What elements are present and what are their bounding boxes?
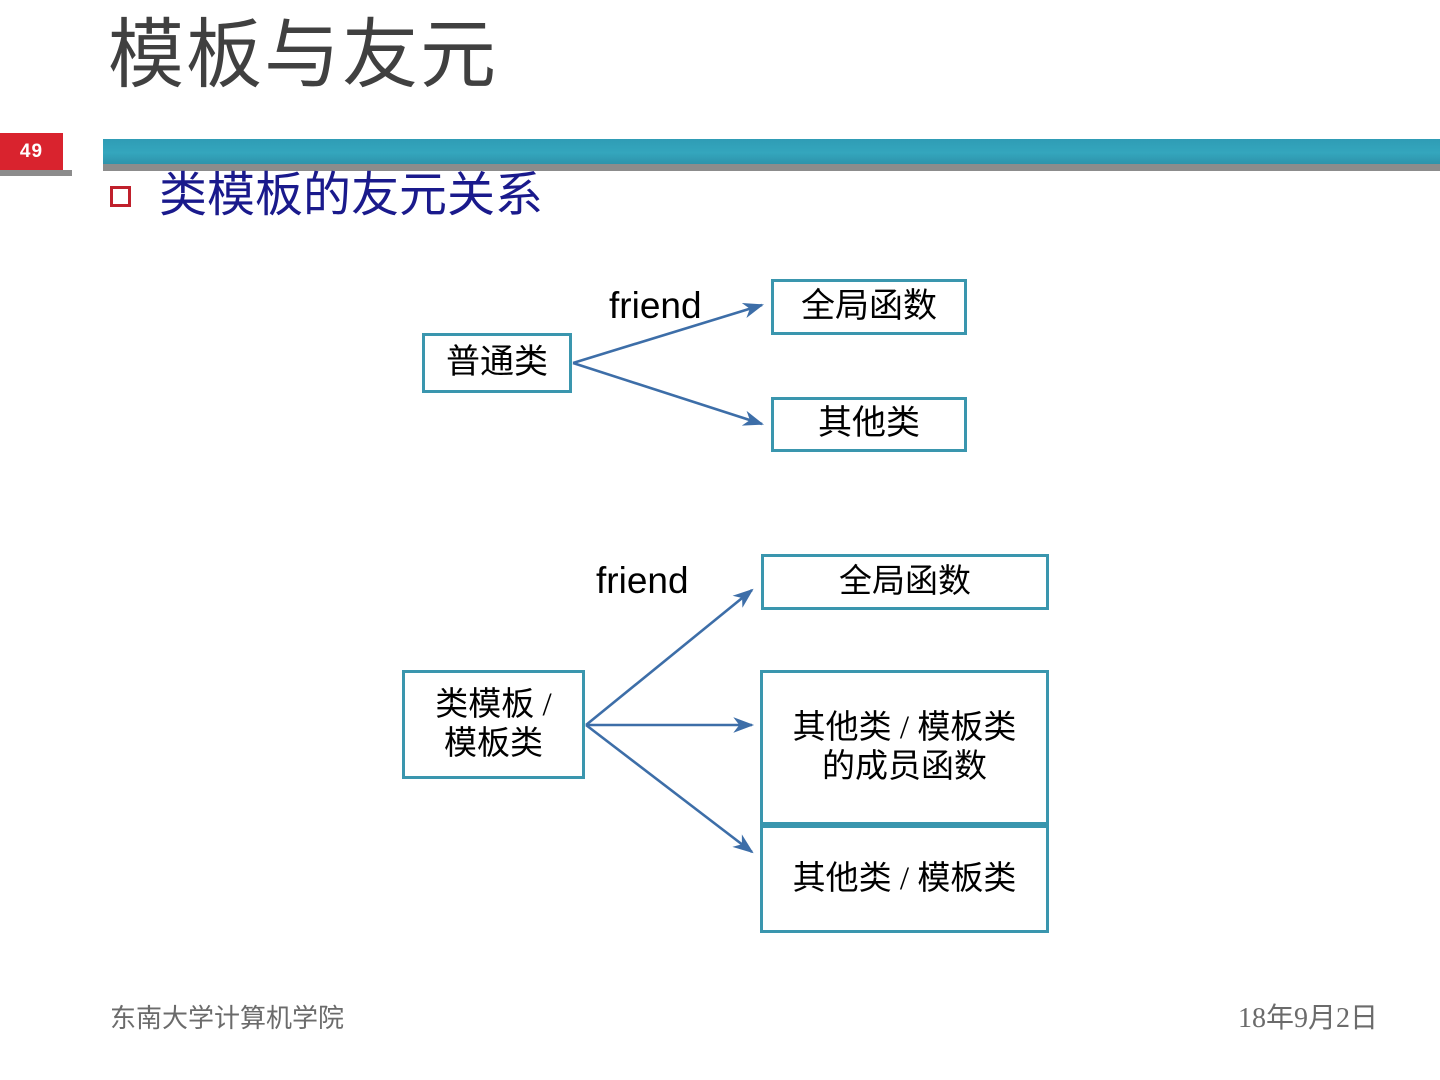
footer-organization: 东南大学计算机学院	[110, 1004, 345, 1033]
diagram1-arrow-to-other-class	[572, 361, 764, 426]
diagram2-arrow-to-global-function	[585, 588, 754, 727]
diagram1-friend-label: friend	[609, 285, 702, 326]
diagram1-source-box: 普通类	[422, 333, 572, 393]
title-rule-bar	[103, 139, 1440, 164]
footer-date: 18年9月2日	[1237, 1003, 1378, 1034]
page-number-badge-shadow	[0, 170, 72, 176]
diagram2-arrow-to-other-class	[585, 723, 754, 854]
diagram1-target-box-other-class: 其他类	[771, 397, 967, 452]
bullet-heading-row: 类模板的友元关系	[110, 169, 544, 223]
page-number-badge: 49	[0, 133, 63, 170]
diagram2-target-box-global-function: 全局函数	[761, 554, 1049, 610]
diagram2-target-box-other-class: 其他类 / 模板类	[760, 825, 1049, 933]
page-title: 模板与友元	[108, 14, 498, 98]
diagram2-target-box-member-function: 其他类 / 模板类 的成员函数	[760, 670, 1049, 825]
diagram1-target-box-global-function: 全局函数	[771, 279, 967, 335]
square-bullet-icon	[110, 185, 131, 207]
title-rule-shadow	[103, 164, 1440, 171]
bullet-heading-label: 类模板的友元关系	[159, 169, 544, 222]
diagram2-source-box: 类模板 / 模板类	[402, 670, 585, 779]
diagram2-friend-label: friend	[596, 560, 689, 601]
